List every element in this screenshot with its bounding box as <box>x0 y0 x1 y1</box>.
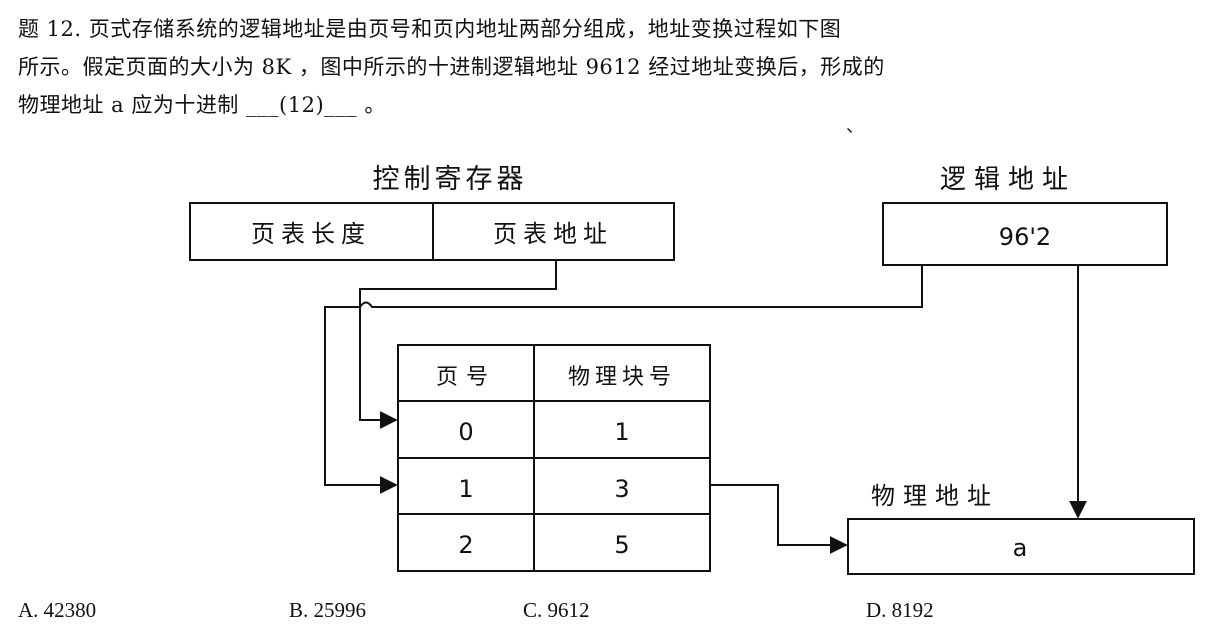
question-text: 题 12. 页式存储系统的逻辑地址是由页号和页内地址两部分组成，地址变换过程如下… <box>18 10 1208 124</box>
physical-address-title: 物理地址 <box>871 482 999 510</box>
table-cell-page: 1 <box>458 475 473 503</box>
option-c[interactable]: C. 9612 <box>523 598 590 622</box>
option-b[interactable]: B. 25996 <box>289 598 367 622</box>
question-line-1: 题 12. 页式存储系统的逻辑地址是由页号和页内地址两部分组成，地址变换过程如下… <box>18 17 842 41</box>
question-line-2: 所示。假定页面的大小为 8K ，图中所示的十进制逻辑地址 9612 经过地址变换… <box>18 55 885 79</box>
logical-address-title: 逻辑地址 <box>940 165 1076 195</box>
logical-address-box <box>882 202 1168 266</box>
table-header-block: 物理块号 <box>568 365 676 390</box>
table-header-page: 页号 <box>436 365 496 390</box>
control-register-title: 控制寄存器 <box>373 164 528 195</box>
table-cell-block: 1 <box>614 418 629 446</box>
option-a[interactable]: A. 42380 <box>18 598 97 622</box>
stray-mark: 、 <box>846 116 864 137</box>
answer-options: A. 42380 B. 25996 C. 9612 D. 8192 <box>0 598 1224 638</box>
physical-address-box <box>847 518 1195 575</box>
page-table-address-label: 页表地址 <box>493 220 613 248</box>
block-number-arrow <box>710 484 848 554</box>
table-cell-page: 2 <box>458 531 473 559</box>
option-d[interactable]: D. 8192 <box>866 598 934 622</box>
table-cell-block: 5 <box>614 531 629 559</box>
question-line-3: 物理地址 a 应为十进制 ___(12)___ 。 <box>18 93 386 117</box>
logical-address-value: 96'2 <box>999 223 1051 251</box>
physical-address-value: a <box>1013 534 1028 562</box>
table-cell-block: 3 <box>614 475 629 503</box>
page-table-length-label: 页表长度 <box>251 220 371 248</box>
page-table-base-arrow <box>359 260 557 429</box>
page-number-arrow <box>324 265 923 494</box>
table-cell-page: 0 <box>458 418 473 446</box>
